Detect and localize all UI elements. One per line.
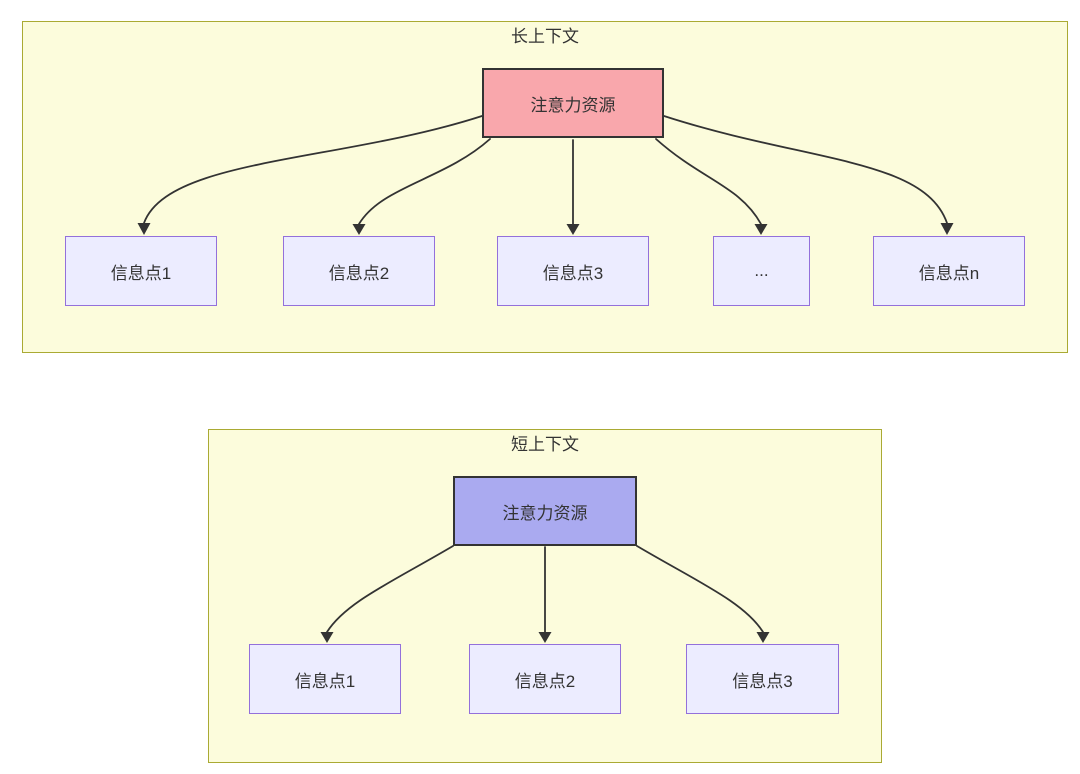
- short-info-node-2: 信息点2: [469, 644, 621, 714]
- long-info-node-n: 信息点n: [873, 236, 1025, 306]
- long-info-node-1: 信息点1: [65, 236, 217, 306]
- long-info-node-3: 信息点3: [497, 236, 649, 306]
- short-info-node-3: 信息点3: [686, 644, 839, 714]
- short-info-node-1: 信息点1: [249, 644, 401, 714]
- short-attention-node: 注意力资源: [453, 476, 637, 546]
- long-attention-node: 注意力资源: [482, 68, 664, 138]
- long-info-node-2: 信息点2: [283, 236, 435, 306]
- short-context-title: 短上下文: [511, 435, 579, 454]
- long-context-title: 长上下文: [511, 27, 579, 46]
- long-info-node-dots: ...: [713, 236, 810, 306]
